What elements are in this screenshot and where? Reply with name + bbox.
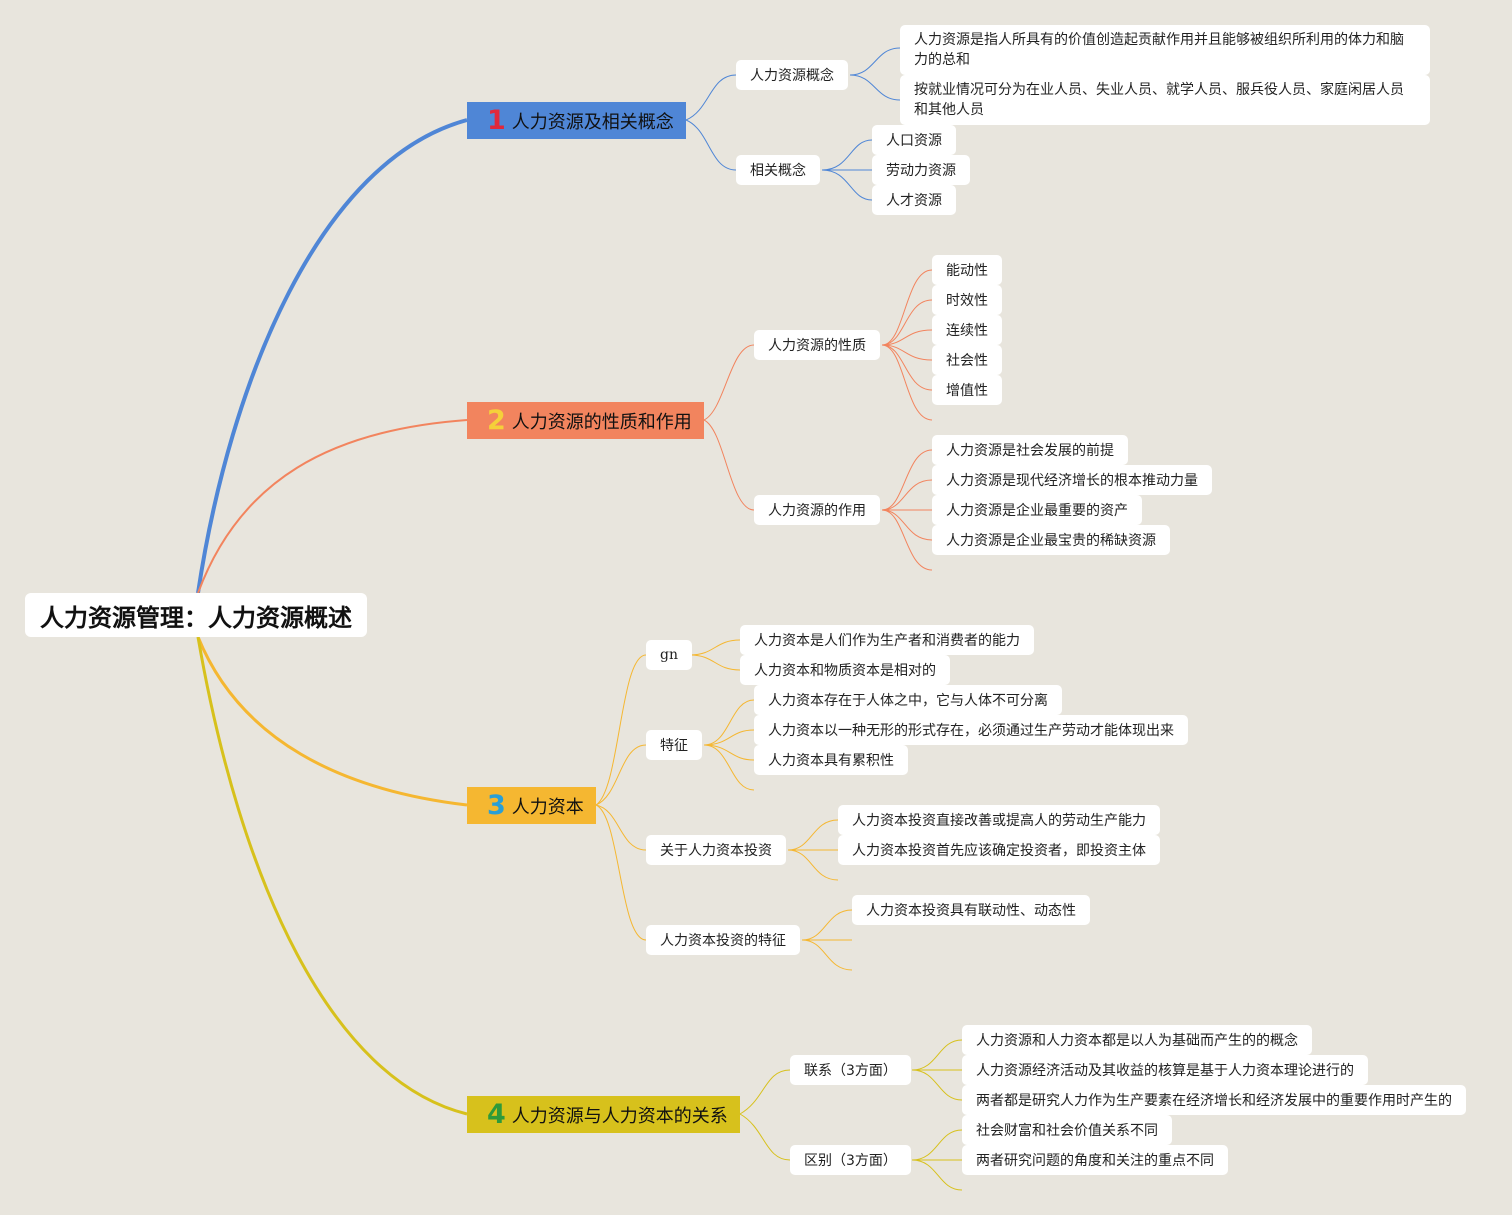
- leaf-topic[interactable]: 人力资源经济活动及其收益的核算是基于人力资本理论进行的: [962, 1055, 1368, 1085]
- subtopic[interactable]: 人力资源的性质: [754, 330, 880, 360]
- subtopic[interactable]: gn: [646, 640, 692, 670]
- leaf-topic[interactable]: 社会财富和社会价值关系不同: [962, 1115, 1172, 1145]
- branch-number: 4: [487, 1099, 506, 1130]
- root-topic[interactable]: 人力资源管理：人力资源概述: [25, 593, 367, 637]
- subtopic[interactable]: 关于人力资本投资: [646, 835, 786, 865]
- leaf-topic[interactable]: 劳动力资源: [872, 155, 970, 185]
- branch-number: 2: [487, 405, 506, 436]
- branch-label: 人力资源及相关概念: [511, 111, 674, 133]
- leaf-topic[interactable]: 人力资本投资首先应该确定投资者，即投资主体: [838, 835, 1160, 865]
- leaf-topic[interactable]: 人力资本投资直接改善或提高人的劳动生产能力: [838, 805, 1160, 835]
- leaf-topic[interactable]: 人力资本以一种无形的形式存在，必须通过生产劳动才能体现出来: [754, 715, 1188, 745]
- leaf-topic[interactable]: 人力资本和物质资本是相对的: [740, 655, 950, 685]
- branch-number: 3: [487, 790, 506, 821]
- branch-number: 1: [487, 105, 506, 136]
- leaf-topic[interactable]: 人口资源: [872, 125, 956, 155]
- subtopic[interactable]: 人力资源的作用: [754, 495, 880, 525]
- leaf-topic[interactable]: 人力资本存在于人体之中，它与人体不可分离: [754, 685, 1062, 715]
- leaf-topic[interactable]: 人力资源是现代经济增长的根本推动力量: [932, 465, 1212, 495]
- branch-label: 人力资源的性质和作用: [511, 411, 692, 433]
- subtopic[interactable]: 人力资本投资的特征: [646, 925, 800, 955]
- leaf-topic[interactable]: 人力资源是企业最宝贵的稀缺资源: [932, 525, 1170, 555]
- branch-2-topic[interactable]: 2 人力资源的性质和作用: [467, 402, 704, 439]
- leaf-topic[interactable]: 按就业情况可分为在业人员、失业人员、就学人员、服兵役人员、家庭闲居人员和其他人员: [900, 75, 1430, 125]
- leaf-topic[interactable]: 人力资本具有累积性: [754, 745, 908, 775]
- branch-label: 人力资本: [511, 796, 584, 818]
- leaf-topic[interactable]: 人力资本是人们作为生产者和消费者的能力: [740, 625, 1034, 655]
- subtopic[interactable]: 相关概念: [736, 155, 820, 185]
- leaf-topic[interactable]: 人力资源和人力资本都是以人为基础而产生的的概念: [962, 1025, 1312, 1055]
- leaf-topic[interactable]: 人力资本投资具有联动性、动态性: [852, 895, 1090, 925]
- subtopic[interactable]: 联系（3方面）: [790, 1055, 911, 1085]
- branch-1-topic[interactable]: 1 人力资源及相关概念: [467, 102, 686, 139]
- subtopic[interactable]: 区别（3方面）: [790, 1145, 911, 1175]
- branch-3-topic[interactable]: 3 人力资本: [467, 787, 596, 824]
- leaf-topic[interactable]: 两者都是研究人力作为生产要素在经济增长和经济发展中的重要作用时产生的: [962, 1085, 1466, 1115]
- leaf-topic[interactable]: 时效性: [932, 285, 1002, 315]
- subtopic[interactable]: 人力资源概念: [736, 60, 848, 90]
- leaf-topic[interactable]: 人才资源: [872, 185, 956, 215]
- leaf-topic[interactable]: 社会性: [932, 345, 1002, 375]
- leaf-topic[interactable]: 人力资源是指人所具有的价值创造起贡献作用并且能够被组织所利用的体力和脑力的总和: [900, 25, 1430, 75]
- leaf-topic[interactable]: 连续性: [932, 315, 1002, 345]
- subtopic[interactable]: 特征: [646, 730, 702, 760]
- leaf-topic[interactable]: 两者研究问题的角度和关注的重点不同: [962, 1145, 1228, 1175]
- leaf-topic[interactable]: 人力资源是社会发展的前提: [932, 435, 1128, 465]
- branch-4-topic[interactable]: 4 人力资源与人力资本的关系: [467, 1096, 740, 1133]
- leaf-topic[interactable]: 能动性: [932, 255, 1002, 285]
- leaf-topic[interactable]: 增值性: [932, 375, 1002, 405]
- branch-label: 人力资源与人力资本的关系: [511, 1105, 728, 1127]
- leaf-topic[interactable]: 人力资源是企业最重要的资产: [932, 495, 1142, 525]
